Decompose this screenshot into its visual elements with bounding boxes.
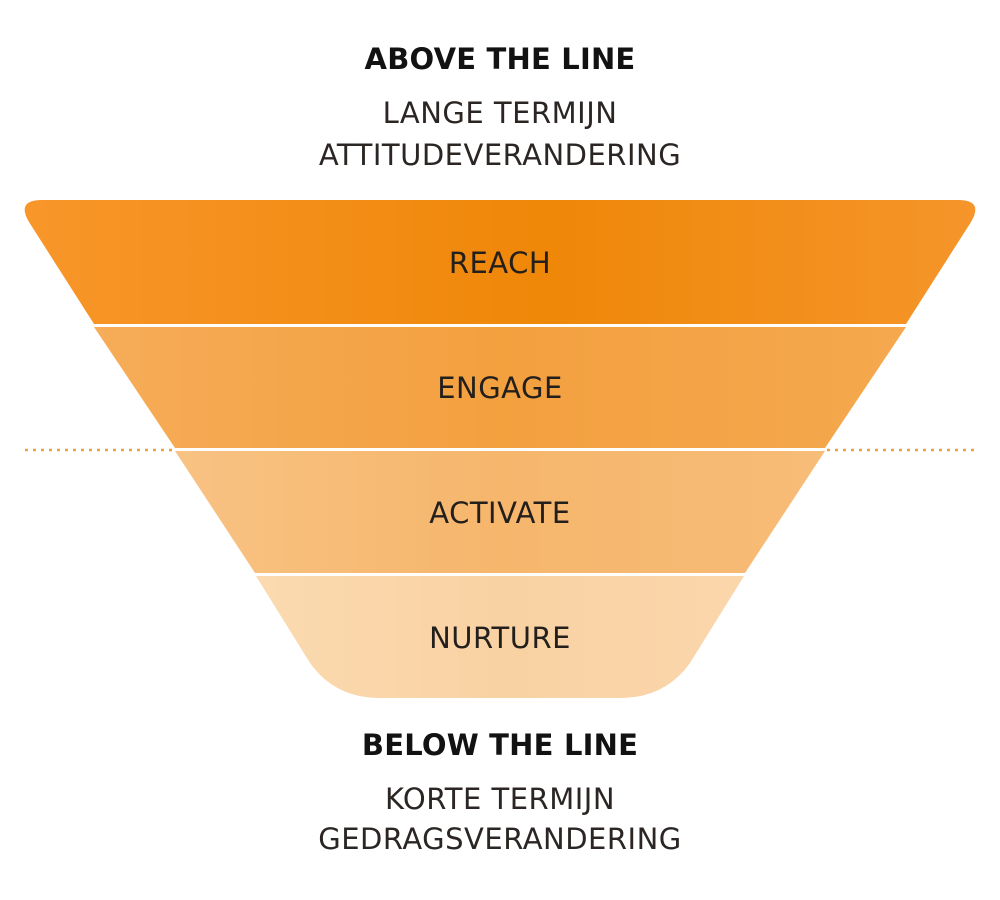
funnel-label-activate: ACTIVATE — [429, 496, 570, 530]
funnel-stage-nurture — [256, 576, 744, 698]
funnel-stage-engage — [94, 327, 906, 448]
funnel-label-engage: ENGAGE — [437, 371, 563, 405]
below-the-line-heading: BELOW THE LINE — [361, 728, 639, 762]
above-the-line-heading: ABOVE THE LINE — [364, 42, 636, 76]
above-the-line-term: LANGE TERMIJN — [382, 96, 618, 130]
funnel-stage-activate — [175, 451, 825, 573]
below-the-line-term: KORTE TERMIJN — [384, 782, 616, 816]
funnel-stage-reach — [24, 200, 976, 324]
funnel-label-nurture: NURTURE — [429, 621, 571, 655]
above-the-line-change: ATTITUDEVERANDERING — [318, 138, 682, 172]
below-the-line-change: GEDRAGSVERANDERING — [318, 822, 682, 856]
funnel-label-reach: REACH — [449, 246, 551, 280]
